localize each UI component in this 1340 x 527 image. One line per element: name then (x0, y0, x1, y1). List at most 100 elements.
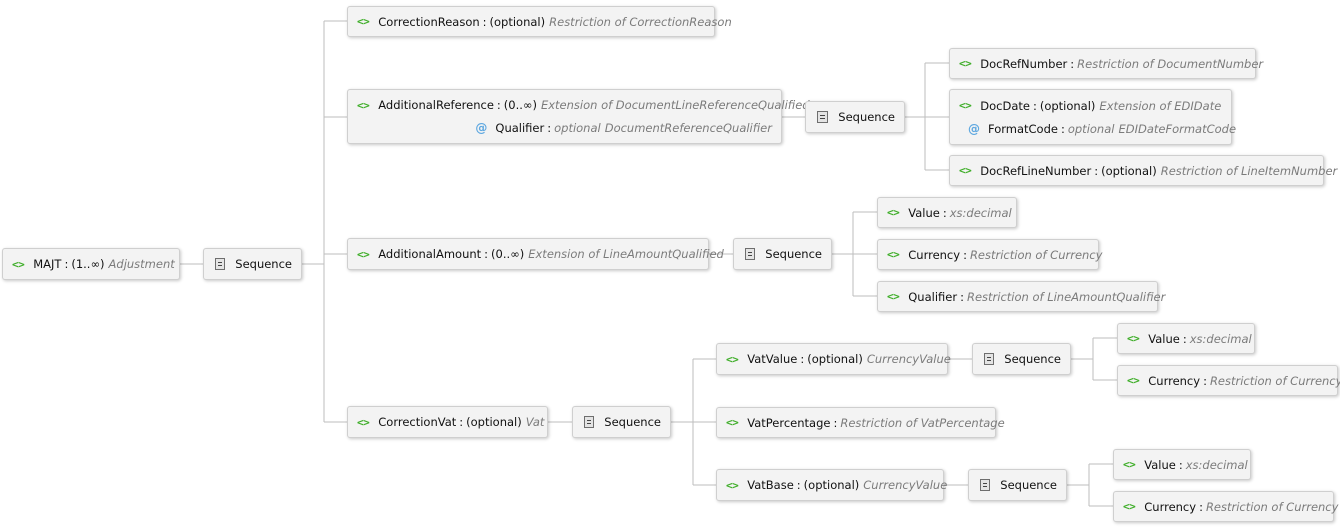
element-type: Restriction of CorrectionReason (549, 14, 732, 29)
sequence-label: Sequence (235, 257, 292, 271)
sequence-additional-reference[interactable]: Sequence (805, 101, 905, 133)
sequence-icon (584, 416, 595, 428)
element-cardinality: (optional) (1101, 163, 1157, 178)
element-name: CorrectionReason (378, 14, 480, 29)
attribute-icon: @ (475, 121, 488, 135)
element-type: Extension of LineAmountQualified (528, 247, 724, 261)
element-icon: <> (726, 352, 739, 366)
element-additional-amount[interactable]: <> AdditionalAmount : (0..∞) Extension o… (347, 238, 724, 270)
element-icon: <> (726, 478, 739, 492)
sequence-label: Sequence (1000, 478, 1057, 492)
element-type: CurrencyValue (866, 352, 951, 366)
element-type: Extension of EDIDate (1099, 98, 1222, 113)
element-cardinality: (optional) (1039, 98, 1096, 113)
attribute-name: Qualifier (495, 121, 545, 135)
element-name: AdditionalAmount (378, 247, 482, 261)
sequence-vat-base[interactable]: Sequence (968, 469, 1067, 501)
sequence-icon (984, 353, 995, 365)
element-icon: <> (12, 257, 25, 271)
sequence-icon (980, 479, 991, 491)
element-cardinality: (0..∞) (503, 98, 537, 112)
element-name: Qualifier (908, 289, 958, 304)
element-icon: <> (1123, 458, 1136, 471)
element-name: DocRefLineNumber (980, 163, 1092, 178)
sequence-label: Sequence (765, 247, 822, 261)
element-name: Value (1144, 457, 1176, 472)
element-type: xs:decimal (1185, 457, 1248, 472)
element-doc-date[interactable]: <> DocDate : (optional) Extension of EDI… (949, 89, 1236, 145)
element-icon: <> (1123, 500, 1136, 513)
element-vb-value[interactable]: <> Value : xs:decimal (1113, 449, 1251, 480)
element-vv-currency[interactable]: <> Currency : Restriction of Currency (1117, 365, 1340, 396)
element-name: Currency (908, 247, 961, 262)
sequence-label: Sequence (838, 110, 895, 124)
element-doc-ref-number[interactable]: <> DocRefNumber : Restriction of Documen… (949, 48, 1263, 79)
element-icon: <> (887, 248, 900, 261)
element-icon: <> (357, 247, 370, 261)
element-name: MAJT (33, 257, 62, 271)
element-aa-currency[interactable]: <> Currency : Restriction of Currency (877, 239, 1102, 270)
element-name: DocRefNumber (980, 56, 1068, 71)
element-name: DocDate (980, 98, 1030, 113)
element-vat-value[interactable]: <> VatValue : (optional) CurrencyValue (716, 343, 951, 375)
element-name: Value (908, 205, 940, 220)
attribute-icon: @ (968, 121, 980, 136)
element-name: VatValue (747, 352, 798, 366)
element-name: Currency (1144, 499, 1197, 514)
element-icon: <> (726, 416, 739, 429)
element-type: Restriction of Currency (969, 247, 1103, 262)
element-icon: <> (959, 99, 972, 112)
element-cardinality: (optional) (489, 14, 546, 29)
element-icon: <> (959, 164, 972, 177)
element-icon: <> (887, 206, 900, 219)
element-icon: <> (1127, 374, 1140, 387)
sequence-vat-value[interactable]: Sequence (972, 343, 1071, 375)
element-additional-reference[interactable]: <> AdditionalReference : (0..∞) Extensio… (347, 89, 810, 144)
element-name: AdditionalReference (378, 98, 494, 112)
element-icon: <> (357, 15, 370, 28)
element-type: Restriction of LineAmountQualifier (966, 289, 1166, 304)
element-icon: <> (357, 415, 370, 429)
element-icon: <> (357, 98, 370, 112)
element-correction-reason[interactable]: <> CorrectionReason : (optional) Restric… (347, 6, 732, 37)
element-icon: <> (959, 57, 972, 70)
element-type: CurrencyValue (863, 478, 948, 492)
element-type: Restriction of Currency (1205, 499, 1339, 514)
attribute-type: EDIDateFormatCode (1118, 121, 1237, 136)
element-vat-percentage[interactable]: <> VatPercentage : Restriction of VatPer… (716, 407, 1005, 438)
element-type: xs:decimal (1189, 331, 1252, 346)
element-icon: <> (1127, 332, 1140, 345)
sequence-correction-vat[interactable]: Sequence (572, 406, 671, 438)
element-correction-vat[interactable]: <> CorrectionVat : (optional) Vat (347, 406, 548, 438)
element-icon: <> (887, 290, 900, 303)
element-aa-value[interactable]: <> Value : xs:decimal (877, 197, 1017, 228)
element-type: Adjustment (108, 257, 175, 271)
element-name: VatBase (747, 478, 794, 492)
element-vv-value[interactable]: <> Value : xs:decimal (1117, 323, 1255, 354)
sequence-label: Sequence (1004, 352, 1061, 366)
element-cardinality: (optional) (807, 352, 863, 366)
element-cardinality: (1..∞) (71, 257, 105, 271)
sequence-majt[interactable]: Sequence (203, 248, 302, 280)
element-aa-qualifier[interactable]: <> Qualifier : Restriction of LineAmount… (877, 281, 1165, 312)
element-doc-ref-line-number[interactable]: <> DocRefLineNumber : (optional) Restric… (949, 155, 1337, 186)
attribute-cardinality: optional (1067, 121, 1115, 136)
element-type: Restriction of DocumentNumber (1077, 56, 1264, 71)
sequence-icon (817, 111, 829, 123)
element-type: Vat (525, 415, 545, 429)
element-name: VatPercentage (747, 415, 831, 430)
element-majt[interactable]: <> MAJT : (1..∞) Adjustment (2, 248, 180, 280)
sequence-additional-amount[interactable]: Sequence (733, 238, 832, 270)
element-name: Value (1148, 331, 1180, 346)
sequence-label: Sequence (604, 415, 661, 429)
attribute-name: FormatCode (988, 121, 1058, 136)
element-type: xs:decimal (949, 205, 1012, 220)
attribute-type: DocumentReferenceQualifier (604, 121, 772, 135)
element-type: Restriction of Currency (1209, 373, 1340, 388)
element-vat-base[interactable]: <> VatBase : (optional) CurrencyValue (716, 469, 948, 501)
element-cardinality: (0..∞) (491, 247, 525, 261)
element-vb-currency[interactable]: <> Currency : Restriction of Currency (1113, 491, 1338, 522)
sequence-icon (745, 248, 756, 260)
attribute-cardinality: optional (554, 121, 601, 135)
